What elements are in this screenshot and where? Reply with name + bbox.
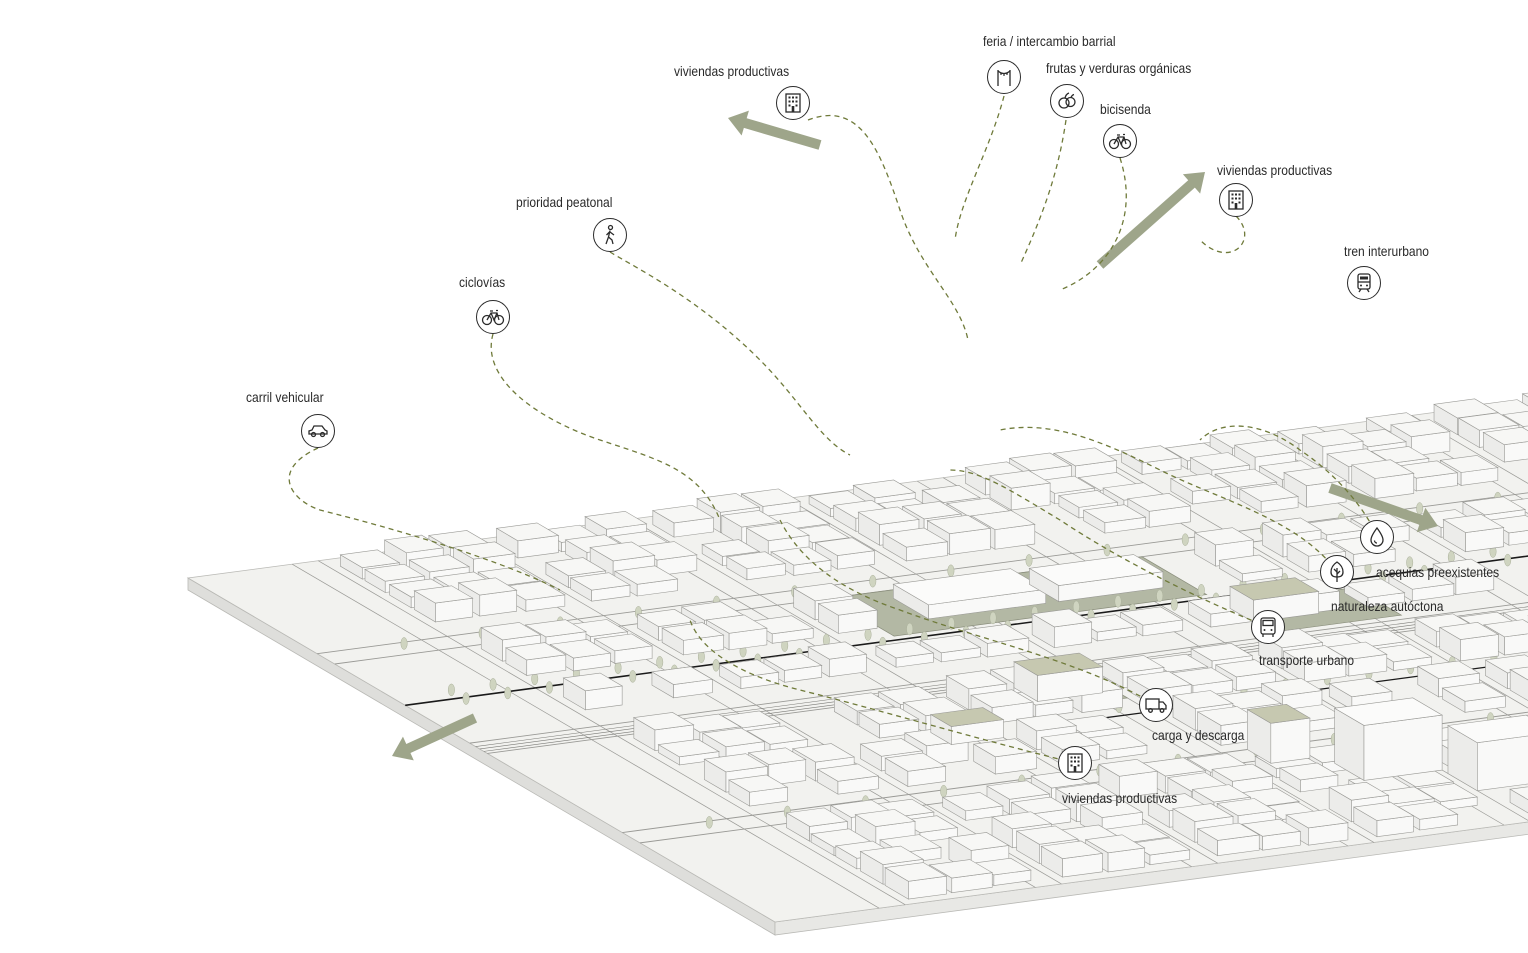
label-acequias: acequias preexistentes bbox=[1376, 564, 1500, 580]
label-transporte-urbano: transporte urbano bbox=[1259, 652, 1355, 668]
label-carga-descarga: carga y descarga bbox=[1152, 727, 1245, 743]
building-icon bbox=[1058, 746, 1092, 780]
label-feria-intercambio: feria / intercambio barrial bbox=[983, 33, 1116, 49]
water-drop-icon bbox=[1360, 520, 1394, 554]
bus-icon bbox=[1251, 610, 1285, 644]
bicycle-icon bbox=[476, 300, 510, 334]
bicycle-icon bbox=[1103, 124, 1137, 158]
label-viviendas-productivas-right: viviendas productivas bbox=[1217, 162, 1333, 178]
building-icon bbox=[1219, 183, 1253, 217]
building-icon bbox=[776, 86, 810, 120]
fruit-icon bbox=[1050, 84, 1084, 118]
label-viviendas-productivas-bottom: viviendas productivas bbox=[1062, 790, 1178, 806]
car-icon bbox=[301, 414, 335, 448]
market-stall-icon bbox=[987, 60, 1021, 94]
pedestrian-icon bbox=[593, 218, 627, 252]
label-naturaleza: naturaleza autóctona bbox=[1331, 598, 1444, 614]
label-prioridad-peatonal: prioridad peatonal bbox=[516, 194, 613, 210]
tree-icon bbox=[1320, 555, 1354, 589]
label-ciclovias: ciclovías bbox=[459, 274, 506, 290]
label-viviendas-productivas-top: viviendas productivas bbox=[674, 63, 790, 79]
label-carril-vehicular: carril vehicular bbox=[246, 389, 324, 405]
building-blocks bbox=[339, 392, 1528, 900]
train-icon bbox=[1347, 266, 1381, 300]
direction-arrows bbox=[391, 110, 1438, 761]
label-frutas-verduras: frutas y verduras orgánicas bbox=[1046, 60, 1192, 76]
truck-icon bbox=[1139, 688, 1173, 722]
label-bicisenda: bicisenda bbox=[1100, 101, 1151, 117]
label-tren-interurbano: tren interurbano bbox=[1344, 243, 1430, 259]
annotation-leader-paths bbox=[288, 95, 1379, 764]
